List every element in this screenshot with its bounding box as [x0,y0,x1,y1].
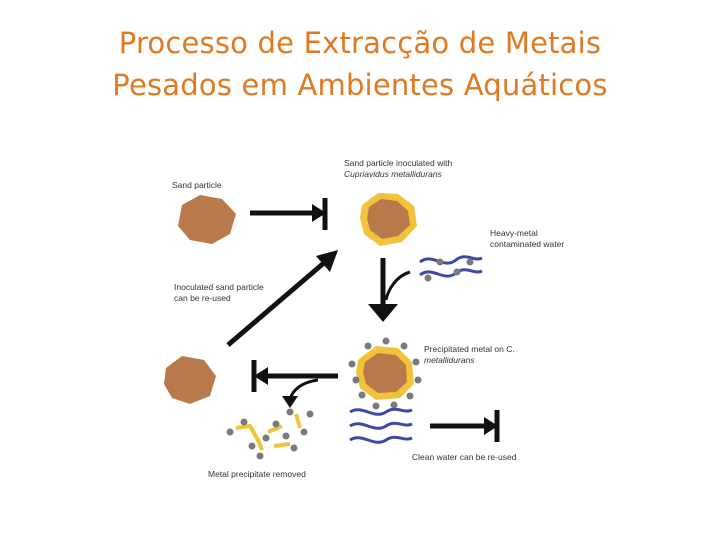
label-inoculated-line-2: Cupriavidus metallidurans [344,169,442,179]
sand-particle-shape [178,195,236,244]
label-reuse-particle: Inoculated sand particle can be re-used [174,282,264,304]
label-sand-particle: Sand particle [172,180,222,190]
arrow-down-to-precipitation [368,258,411,322]
label-reuse-line-1: Inoculated sand particle [174,282,264,292]
recovered-sand-particle [164,356,216,404]
arrow-reuse [226,250,338,347]
label-inoculated: Sand particle inoculated with Cupriavidu… [344,158,452,180]
arrow-clean-water [430,410,500,442]
clean-water [349,407,413,444]
precipitated-particle [348,337,422,410]
label-heavy-metal-line-2: contaminated water [490,239,565,249]
title-line-1: Processo de Extracção de Metais [118,26,602,60]
label-precipitated-line-1: Precipitated metal on C. [424,344,515,354]
title-line-2: Pesados em Ambientes Aquáticos [112,68,608,102]
label-heavy-metal-water: Heavy-metal contaminated water [490,228,564,250]
label-inoculated-line-1: Sand particle inoculated with [344,158,453,168]
label-heavy-metal-line-1: Heavy-metal [490,228,538,238]
metal-precipitate [226,408,314,460]
label-reuse-line-2: can be re-used [174,293,231,303]
label-precipitated-metal: Precipitated metal on C. metallidurans [424,344,515,366]
inoculated-sand-particle [360,193,417,246]
label-clean-water: Clean water can be re-used [412,452,517,462]
label-precipitated-line-2: metallidurans [424,355,475,365]
label-metal-removed: Metal precipitate removed [208,469,306,479]
page-title: Processo de Extracção de Metais Pesados … [0,22,720,106]
arrow-to-inoculation [250,198,328,230]
contaminated-water [419,255,483,282]
arrow-back-to-sand [251,360,338,408]
